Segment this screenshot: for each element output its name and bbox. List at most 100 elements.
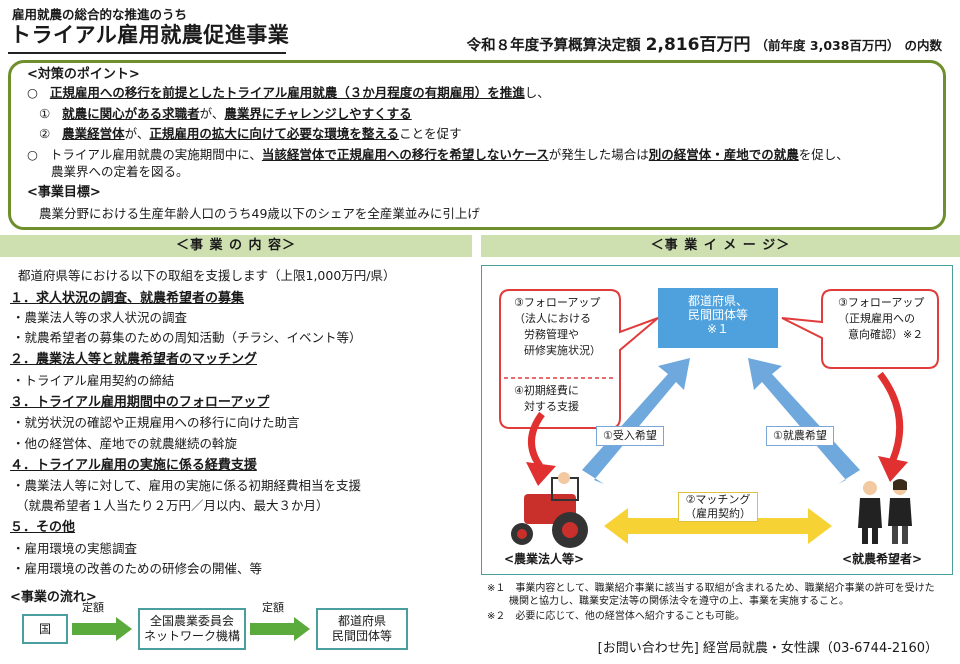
- goal-heading: <事業目標>: [27, 185, 101, 200]
- red-arrow-left: [528, 411, 545, 469]
- budget-amount: 2,816百万円: [645, 35, 751, 55]
- blue-arrow-left: [582, 358, 690, 484]
- sub-marker: ①: [39, 106, 51, 121]
- left-callout-line-3: 労務管理や: [524, 328, 579, 341]
- section-4-item-2: （就農希望者１人当たり２万円／月以内、最大３か月）: [16, 498, 329, 513]
- section-3-title: ３．トライアル雇用期間中のフォローアップ: [10, 395, 270, 410]
- flow-box-2-line-2: ネットワーク機構: [143, 629, 240, 643]
- flow-box-national: 国: [22, 614, 68, 644]
- flow-box-3-line-2: 民間団体等: [331, 629, 392, 643]
- center-box-text: 都道府県、 民間団体等 ※１: [658, 294, 778, 336]
- job-seeker-label: <就農希望者>: [842, 552, 923, 566]
- left-callout-line-4: 研修実施状況）: [524, 344, 601, 357]
- right-callout-line-3: 意向確認）※２: [848, 328, 924, 341]
- section-5-item-2: ・雇用環境の改善のための研修会の開催、等: [12, 561, 263, 576]
- point-sub-1: ① 就農に関心がある求職者が、農業界にチャレンジしやすくする: [39, 106, 412, 121]
- point-1-tail: し、: [524, 85, 550, 100]
- title-underline: [8, 52, 286, 54]
- section-3-item-2: ・他の経営体、産地での就農継続の斡旋: [12, 436, 238, 451]
- flow-heading: <事業の流れ>: [10, 590, 97, 605]
- point-sub-2: ② 農業経営体が、正規雇用の拡大に向けて必要な環境を整えることを促す: [39, 126, 462, 141]
- section-1-item-2: ・就農希望者の募集のための周知活動（チラシ、イベント等）: [12, 330, 362, 345]
- tractor-icon: [511, 472, 588, 548]
- section-5-item-1: ・雇用環境の実態調査: [12, 541, 138, 556]
- matching-arrow: [604, 508, 832, 544]
- blue-arrow-right: [748, 358, 860, 484]
- section-1-heading: １．求人状況の調査、就農希望者の募集: [10, 291, 244, 306]
- section-5-title: ５．その他: [10, 520, 76, 535]
- section-1-item-1: ・農業法人等の求人状況の調査: [12, 310, 188, 325]
- flow-arrow-2-label: 定額: [262, 601, 284, 614]
- section-2-item-1: ・トライアル雇用契約の締結: [12, 373, 175, 388]
- note-1-line-1: ※１ 事業内容として、職業紹介事業に該当する取組が含まれるため、職業紹介事業の許…: [487, 583, 935, 594]
- job-seekers-icon: [858, 479, 912, 544]
- point-line-2-cont: 農業界への定着を図る。: [51, 164, 189, 179]
- left-callout: [499, 289, 659, 429]
- red-arrow-left-head: [526, 462, 556, 486]
- sub-2-emphasis-b: 正規雇用の拡大に向けて必要な環境を整える: [149, 126, 400, 141]
- budget-previous: （前年度 3,038百万円）: [755, 38, 900, 53]
- flow-arrow-1-label: 定額: [82, 601, 104, 614]
- matching-line-2: （雇用契約）: [685, 507, 751, 520]
- flow-box-2-line-1: 全国農業委員会: [149, 614, 234, 628]
- flow-arrow-2: [250, 617, 310, 641]
- left-callout-line-2: （法人における: [514, 312, 591, 325]
- section-5-heading: ５．その他: [10, 520, 75, 535]
- sub-2-tail: ことを促す: [399, 126, 462, 141]
- goal-text: 農業分野における生産年齢人口のうち49歳以下のシェアを全産業並みに引上げ: [39, 206, 480, 221]
- point-2-emphasis-b: 別の経営体・産地での就農: [648, 147, 799, 162]
- diagram-graphics: [499, 288, 939, 548]
- section-4-heading: ４．トライアル雇用の実施に係る経費支援: [10, 458, 257, 473]
- note-1-line-2: 機関と協力し、職業安定法等の関係法令を遵守の上、事業を実施すること。: [509, 596, 849, 607]
- point-2-text-b: が発生した場合は: [548, 147, 649, 162]
- section-3-item-1: ・就労状況の確認や正規雇用への移行に向けた助言: [12, 415, 300, 430]
- section-2-title: ２．農業法人等と就農希望者のマッチング: [10, 352, 258, 367]
- bullet-marker: ○: [27, 85, 38, 100]
- right-callout-line-2: （正規雇用への: [838, 312, 915, 325]
- section-1-title: １．求人状況の調査、就農希望者の募集: [10, 291, 245, 306]
- employment-request-label: ①就農希望: [766, 426, 834, 446]
- flow-box-prefecture: 都道府県民間団体等: [316, 608, 408, 650]
- section-bar-content: ＜事 業 の 内 容＞: [0, 235, 472, 257]
- header-subtitle: 雇用就農の総合的な推進のうち: [12, 7, 188, 22]
- budget-label: 令和８年度予算概算決定額: [466, 38, 641, 54]
- agri-corp-label: <農業法人等>: [504, 552, 585, 566]
- contact-info: [お問い合わせ先] 経営局就農・女性課（03-6744-2160）: [597, 641, 938, 656]
- red-arrow-right: [877, 371, 904, 464]
- point-2-text-a: トライアル雇用就農の実施期間中に、: [49, 147, 262, 162]
- left-callout-line-1: ③フォローアップ: [514, 296, 601, 309]
- budget-summary: 令和８年度予算概算決定額 2,816百万円 （前年度 3,038百万円） の内数: [467, 30, 942, 55]
- section-2-heading: ２．農業法人等と就農希望者のマッチング: [10, 352, 257, 367]
- sub-2-emphasis-a: 農業経営体: [62, 126, 125, 141]
- points-heading: <対策のポイント>: [27, 67, 140, 82]
- business-image-diagram: 都道府県、 民間団体等 ※１ ③フォローアップ （法人における 労務管理や 研修…: [481, 265, 953, 575]
- sub-1-emphasis-a: 就農に関心がある求職者: [62, 106, 200, 121]
- left-callout-line-6: 対する支援: [524, 400, 579, 413]
- flow-arrow-1: [72, 617, 132, 641]
- center-line-3: ※１: [706, 322, 730, 336]
- sub-1-text: が、: [199, 106, 225, 121]
- right-callout-line-1: ③フォローアップ: [838, 296, 925, 309]
- right-callout: [781, 289, 939, 369]
- matching-line-1: ②マッチング: [685, 493, 751, 506]
- matching-label: ②マッチング （雇用契約）: [678, 492, 758, 522]
- point-2-text-c: を促し、: [798, 147, 849, 162]
- center-box: [658, 288, 778, 348]
- accept-request-label: ①受入希望: [596, 426, 664, 446]
- red-arrow-right-head: [878, 456, 908, 482]
- page-title: トライアル雇用就農促進事業: [10, 23, 290, 47]
- center-line-2: 民間団体等: [687, 308, 748, 322]
- left-callout-line-5: ④初期経費に: [514, 384, 579, 397]
- point-2-emphasis-a: 当該経営体で正規雇用への移行を希望しないケース: [261, 147, 549, 162]
- section-4-item-1: ・農業法人等に対して、雇用の実施に係る初期経費相当を支援: [12, 478, 362, 493]
- point-line-2: ○ トライアル雇用就農の実施期間中に、当該経営体で正規雇用への移行を希望しないケ…: [27, 147, 849, 162]
- budget-suffix: の内数: [904, 38, 942, 53]
- bullet-marker: ○: [27, 147, 38, 162]
- sub-1-emphasis-b: 農業界にチャレンジしやすくする: [224, 106, 412, 121]
- flow-box-network: 全国農業委員会ネットワーク機構: [138, 608, 246, 650]
- center-line-1: 都道府県、: [687, 294, 748, 308]
- flow-box-1-label: 国: [38, 621, 51, 636]
- point-line-1: ○ 正規雇用への移行を前提としたトライアル雇用就農（３か月程度の有期雇用）を推進…: [27, 85, 550, 100]
- points-box: <対策のポイント> ○ 正規雇用への移行を前提としたトライアル雇用就農（３か月程…: [8, 60, 946, 230]
- content-intro: 都道府県等における以下の取組を支援します（上限1,000万円/県）: [18, 268, 396, 283]
